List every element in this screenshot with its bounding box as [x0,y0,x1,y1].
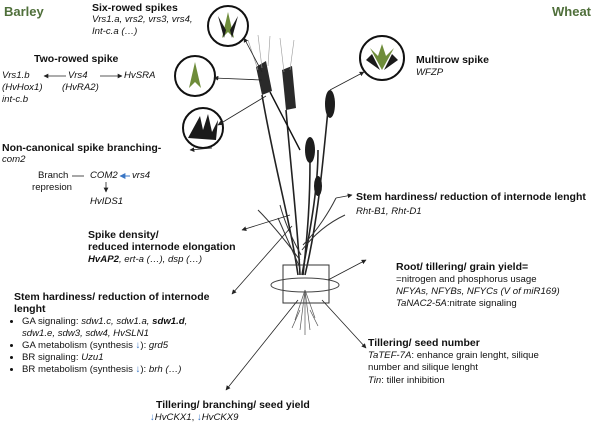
br-signaling-item: BR signaling: Uzu1 [22,352,187,364]
down-arrow-icon: ↓ [135,364,141,375]
gene-uzu1: Uzu1 [81,352,104,363]
gene-sdw1d: sdw1.d [152,316,185,327]
ga-signaling-genes-a: sdw1.c, sdw1.a, [81,316,153,327]
ga-metabolism-item: GA metabolism (synthesis ↓): grd5 [22,340,187,352]
repression-label: represion [32,182,72,193]
tillering-seed-line-3: Tin: tiller inhibition [368,375,445,387]
barley-awns [247,34,295,73]
gene-tatef-7a: TaTEF-7A [368,350,412,361]
down-arrow-icon: ↓ [135,340,141,351]
gene-hvckx1: HvCKX1 [154,412,192,423]
root-line-1: =nitrogen and phosphorus usage [396,274,537,285]
stem-barley-title-2: lenght [14,303,46,315]
tillering-seed-title: Tillering/ seed number [368,337,480,349]
root-line-2: NFYAs, NFYBs, NFYCs (V of miR169) [396,286,560,297]
spike-density-genes: HvAP2, ert-a (…), dsp (…) [88,254,202,266]
gene-wfzp: WFZP [416,67,444,78]
gene-brh: brh (…) [148,364,182,375]
six-rowed-spike-circle [207,5,249,47]
ground-box [282,264,330,304]
stem-wheat-genes: Rht-B1, Rht-D1 [356,206,422,217]
root-line-3: TaNAC2-5A:nitrate signaling [396,298,517,310]
gene-vrs1b: Vrs1.b [2,70,30,81]
gene-intcb: int-c.b [2,94,29,105]
gene-hvckx9: HvCKX9 [201,412,239,423]
tillering-branching-genes: ↓HvCKX1, ↓HvCKX9 [150,412,239,424]
gene-hvra2: (HvRA2) [62,82,99,93]
gene-hvap2: HvAP2 [88,254,119,265]
annotation-arrows [189,37,367,391]
ga-signaling-item: GA signaling: sdw1.c, sdw1.a, sdw1.d, sdw… [22,316,187,340]
six-rowed-genes-2: Int-c.a (…) [92,26,138,37]
six-rowed-title: Six-rowed spikes [92,2,178,14]
gene-grd5: grd5 [148,340,169,351]
gene-tanac2-5a: TaNAC2-5A [396,298,447,309]
gene-hvids1: HvIDS1 [90,196,124,207]
two-rowed-title: Two-rowed spike [34,53,119,65]
down-arrow-icon: ↓ [150,412,155,423]
gene-tin: Tin [368,375,382,386]
tillering-seed-line-2: number and silique lenght [368,362,478,373]
spike-density-genes-rest: , ert-a (…), dsp (…) [118,254,203,265]
tillering-seed-text-3: : tiller inhibition [381,375,445,386]
root-title: Root/ tillering/ grain yield= [396,261,529,273]
ga-metabolism-label: GA metabolism (synthesis [22,340,136,351]
br-metabolism-item: BR metabolism (synthesis ↓): brh (…) [22,364,187,376]
ga-signaling-genes-cont: sdw1.e, sdw3, sdw4, HvSLN1 [22,328,149,339]
barley-caption: Barley [4,4,44,19]
noncanonical-title: Non-canonical spike branching- [2,142,162,154]
root-line-3-text: :nitrate signaling [446,298,517,309]
stem-barley-list: GA signaling: sdw1.c, sdw1.a, sdw1.d, sdw… [10,316,187,376]
spike-density-title-2: reduced internode elongation [88,241,236,253]
gene-hvhox1: (HvHox1) [2,82,43,93]
wheat-caption: Wheat [552,4,591,19]
gene-com2: COM2 [90,170,118,181]
stem-wheat-title: Stem hardiness/ reduction of internode l… [356,191,586,203]
leaves [257,197,346,269]
br-metabolism-after: ): [140,364,149,375]
ga-signaling-genes-b: , [184,316,188,327]
noncanonical-gene: com2 [2,154,26,165]
two-rowed-spike-circle [174,55,216,97]
br-metabolism-label: BR metabolism (synthesis [22,364,136,375]
gene-vrs4: Vrs4 [68,70,88,81]
gene-hvsra: HvSRA [124,70,156,81]
tillering-branching-title: Tillering/ branching/ seed yield [156,399,310,411]
barley-heads [256,61,301,151]
stem-barley-title-1: Stem hardiness/ reduction of internode [14,291,210,303]
spike-density-title-1: Spike density/ [88,229,159,241]
tillering-seed-line-1: TaTEF-7A: enhance grain lenght, silique [368,350,539,362]
ga-metabolism-after: ): [140,340,149,351]
branch-label: Branch [38,170,69,181]
branched-spike-circle [182,107,224,149]
down-arrow-icon: ↓ [196,412,202,423]
multirow-spike-circle [359,35,405,81]
wheat-heads [305,90,335,196]
six-rowed-genes-1: Vrs1.a, vrs2, vrs3, vrs4, [92,14,193,25]
gene-separator: , [191,412,197,423]
ga-signaling-label: GA signaling: [22,316,82,327]
br-signaling-label: BR signaling: [22,352,82,363]
roots [291,289,319,335]
gene-vrs4-branch: vrs4 [132,170,151,181]
multirow-title: Multirow spike [416,54,489,66]
tillering-seed-text-1: : enhance grain lenght, silique [411,350,539,361]
